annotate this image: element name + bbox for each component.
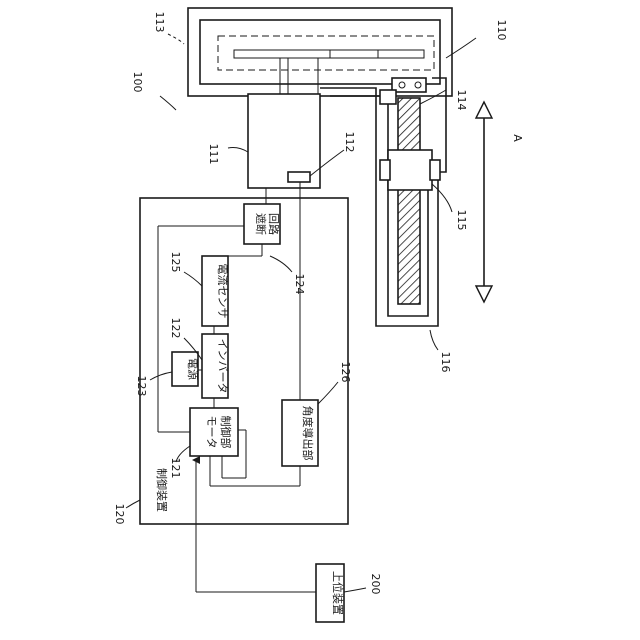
ref-100: 100 (131, 72, 144, 93)
ref-116: 116 (439, 352, 452, 373)
ref-124: 124 (293, 274, 306, 295)
motor-111 (248, 94, 320, 188)
cutoff-circuit-block: 遮断 回路 (244, 204, 280, 244)
power-label: 電源 (186, 358, 200, 380)
ref-125: 125 (169, 252, 182, 273)
ref-110: 110 (495, 20, 508, 41)
inverter-label: インバータ (216, 339, 229, 394)
angle-calc-label: 角度導出部 (301, 406, 315, 461)
power-block: 電源 (172, 352, 200, 386)
ref-126: 126 (339, 362, 352, 383)
sensor-112 (288, 172, 310, 182)
ref-A: A (511, 134, 524, 142)
inverter-block: インバータ (202, 334, 229, 398)
slider-115 (380, 150, 440, 190)
ref-113: 113 (153, 12, 166, 33)
current-sensor-block: 電流センサ (202, 256, 230, 326)
wiring (158, 182, 316, 592)
ref-111: 111 (207, 144, 220, 165)
direction-arrow-A (476, 102, 492, 302)
ref-115: 115 (455, 210, 468, 231)
ref-123: 123 (135, 376, 148, 397)
cutoff-label-2: 回路 (267, 213, 280, 235)
ref-200: 200 (369, 574, 382, 595)
motor-ctrl-label-1: モータ (205, 416, 218, 449)
control-device-label: 制御装置 (155, 468, 169, 512)
host-device-label: 上位装置 (331, 571, 345, 615)
ref-122: 122 (169, 318, 182, 339)
rail-116 (320, 78, 446, 326)
shafts (280, 58, 318, 96)
motor-ctrl-label-2: 制御部 (219, 416, 233, 449)
component-113 (218, 36, 434, 70)
host-device-block: 上位装置 (316, 564, 345, 622)
ref-112: 112 (343, 132, 356, 153)
ball-screw-114 (398, 98, 420, 304)
motor-control-block: モータ 制御部 (190, 408, 238, 456)
cutoff-label-1: 遮断 (254, 213, 268, 235)
ref-121: 121 (169, 458, 182, 479)
ref-114: 114 (455, 90, 468, 111)
angle-calc-block: 角度導出部 (282, 400, 318, 466)
ref-120: 120 (113, 504, 126, 525)
current-sensor-label: 電流センサ (216, 264, 230, 319)
